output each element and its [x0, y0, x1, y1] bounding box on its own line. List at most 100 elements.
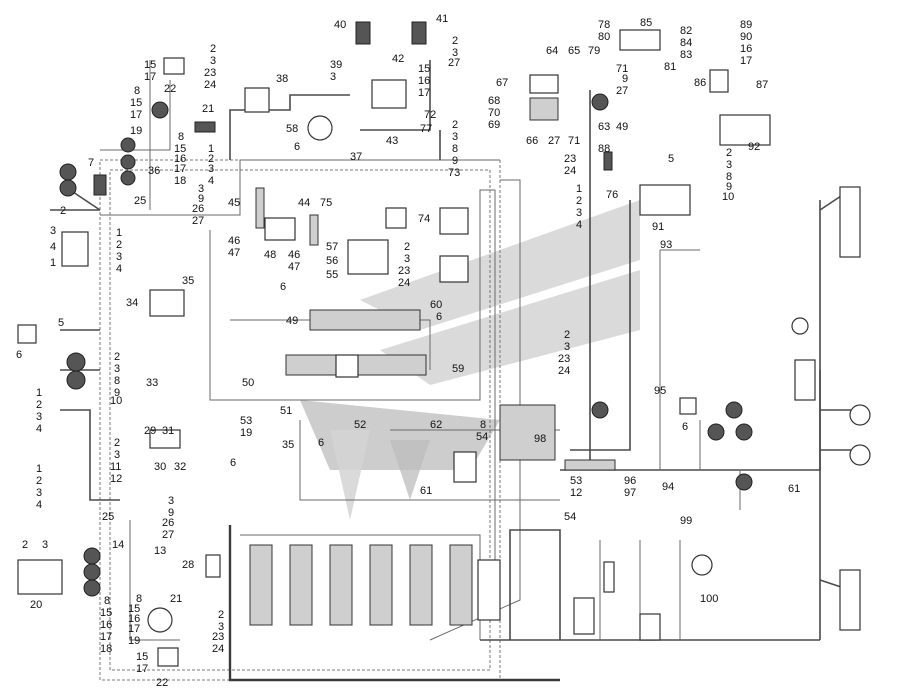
label-l47: 2 — [60, 205, 66, 217]
label-l96: 53 — [240, 415, 252, 427]
label-l132: 16 — [100, 619, 112, 631]
label-l196: 23 — [558, 353, 570, 365]
label-l165: 79 — [588, 45, 600, 57]
label-l131: 15 — [100, 607, 112, 619]
label-l42: 25 — [134, 195, 146, 207]
label-l12: 72 — [424, 109, 436, 121]
label-l99: 6 — [318, 437, 324, 449]
label-l157: 71 — [568, 135, 580, 147]
label-l15: 58 — [286, 123, 298, 135]
label-l188: 2 — [576, 195, 582, 207]
label-l203: 53 — [570, 475, 582, 487]
label-l100: 52 — [354, 419, 366, 431]
label-l103: 54 — [476, 431, 488, 443]
label-l149: 64 — [546, 45, 558, 57]
label-l163: 83 — [680, 49, 692, 61]
label-l20: 17 — [144, 71, 156, 83]
label-l187: 1 — [576, 183, 582, 195]
label-l72: 3 — [404, 253, 410, 265]
label-l84: 2 — [114, 351, 120, 363]
label-l195: 3 — [564, 341, 570, 353]
label-l45: 3 — [208, 163, 214, 175]
label-l24: 23 — [204, 67, 216, 79]
label-l75: 74 — [418, 213, 430, 225]
label-l7: 39 — [330, 59, 342, 71]
label-l128: 3 — [42, 539, 48, 551]
label-l122: 9 — [168, 507, 174, 519]
component-75 — [385, 207, 407, 229]
label-l6: 42 — [392, 53, 404, 65]
label-l35: 18 — [174, 175, 186, 187]
label-l11: 17 — [418, 87, 430, 99]
label-l125: 14 — [112, 539, 124, 551]
label-l63: 46 — [228, 235, 240, 247]
label-l179: 5 — [668, 153, 674, 165]
label-l3: 2 — [452, 35, 458, 47]
label-l144: 24 — [212, 643, 224, 655]
label-l136: 15 — [128, 603, 140, 615]
component-48 — [264, 217, 296, 241]
label-l94: 50 — [242, 377, 254, 389]
label-l93: 33 — [146, 377, 158, 389]
label-l34: 17 — [174, 163, 186, 175]
label-l55: 2 — [452, 119, 458, 131]
component-5 — [17, 324, 37, 344]
label-l171: 90 — [740, 31, 752, 43]
component-7 — [93, 174, 107, 196]
label-l189: 3 — [576, 207, 582, 219]
label-l112: 3 — [114, 449, 120, 461]
label-l123: 26 — [162, 517, 174, 529]
label-l1: 40 — [334, 19, 346, 31]
label-l119: 61 — [420, 485, 432, 497]
label-l39: 9 — [198, 193, 204, 205]
label-l67: 47 — [288, 261, 300, 273]
label-l164: 80 — [598, 31, 610, 43]
component-29 — [149, 429, 181, 449]
label-l129: 20 — [30, 599, 42, 611]
label-l161: 82 — [680, 25, 692, 37]
label-l53: 3 — [116, 251, 122, 263]
label-l5: 27 — [448, 57, 460, 69]
label-l172: 16 — [740, 43, 752, 55]
label-l145: 15 — [136, 651, 148, 663]
label-l8: 3 — [330, 71, 336, 83]
label-l27: 15 — [130, 97, 142, 109]
label-l69: 56 — [326, 255, 338, 267]
label-l186: 10 — [722, 191, 734, 203]
component-34 — [149, 289, 185, 317]
component-4 — [61, 231, 89, 267]
label-l46: 4 — [208, 175, 214, 187]
label-l59: 73 — [448, 167, 460, 179]
label-l22: 2 — [210, 43, 216, 55]
label-l133: 17 — [100, 631, 112, 643]
label-l200: 94 — [662, 481, 674, 493]
label-l159: 78 — [598, 19, 610, 31]
component-85 — [619, 29, 661, 51]
label-l28: 17 — [130, 109, 142, 121]
label-l173: 17 — [740, 55, 752, 67]
label-l48: 3 — [50, 225, 56, 237]
label-l202: 97 — [624, 487, 636, 499]
label-l121: 3 — [168, 495, 174, 507]
label-l137: 16 — [128, 613, 140, 625]
label-l207: 99 — [680, 515, 692, 527]
label-l65: 48 — [264, 249, 276, 261]
components — [17, 21, 871, 667]
label-l151: 67 — [496, 77, 508, 89]
label-l60: 44 — [298, 197, 310, 209]
label-l70: 55 — [326, 269, 338, 281]
label-l147: 22 — [156, 677, 168, 689]
label-l25: 24 — [204, 79, 216, 91]
label-l61: 75 — [320, 197, 332, 209]
label-l23: 3 — [210, 55, 216, 67]
label-l83: 6 — [16, 349, 22, 361]
label-l31: 8 — [178, 131, 184, 143]
label-l71: 2 — [404, 241, 410, 253]
component-57 — [347, 239, 389, 275]
label-l49: 4 — [50, 241, 56, 253]
component-91 — [639, 184, 691, 216]
label-l135: 8 — [136, 593, 142, 605]
component-40 — [355, 21, 371, 45]
label-l78: 6 — [280, 281, 286, 293]
